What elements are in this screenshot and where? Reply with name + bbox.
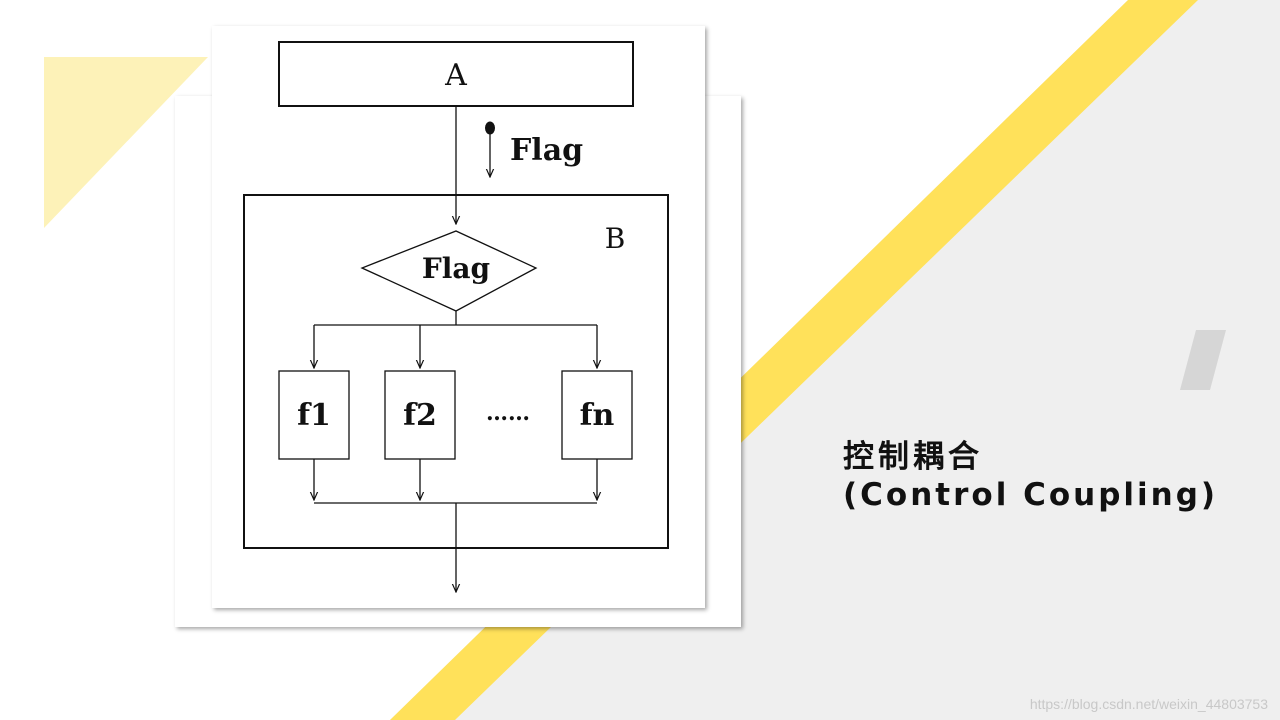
function-label-fn: fn: [580, 398, 615, 433]
module-a-label: A: [444, 58, 467, 93]
function-box-f2: [384, 370, 456, 460]
title-chinese: 控制耦合: [843, 439, 983, 475]
flag-parameter-label: Flag: [510, 133, 583, 168]
module-b-label: B: [605, 222, 626, 255]
module-a-box: [278, 41, 634, 107]
light-yellow-triangle: [44, 57, 208, 228]
slide-title: 控制耦合 (Control Coupling): [843, 438, 1218, 514]
diagram-card-front: [212, 26, 705, 608]
function-label-f2: f2: [403, 398, 437, 433]
function-ellipsis: ……: [486, 400, 530, 426]
function-box-f1: [278, 370, 350, 460]
function-box-fn: [561, 370, 633, 460]
title-english: (Control Coupling): [843, 477, 1219, 513]
flag-parameter-dot: [485, 121, 495, 135]
closing-quote-icon: [1180, 330, 1226, 390]
watermark-url: https://blog.csdn.net/weixin_44803753: [1029, 696, 1268, 712]
function-label-f1: f1: [297, 398, 331, 433]
flag-decision-label: Flag: [422, 252, 490, 285]
